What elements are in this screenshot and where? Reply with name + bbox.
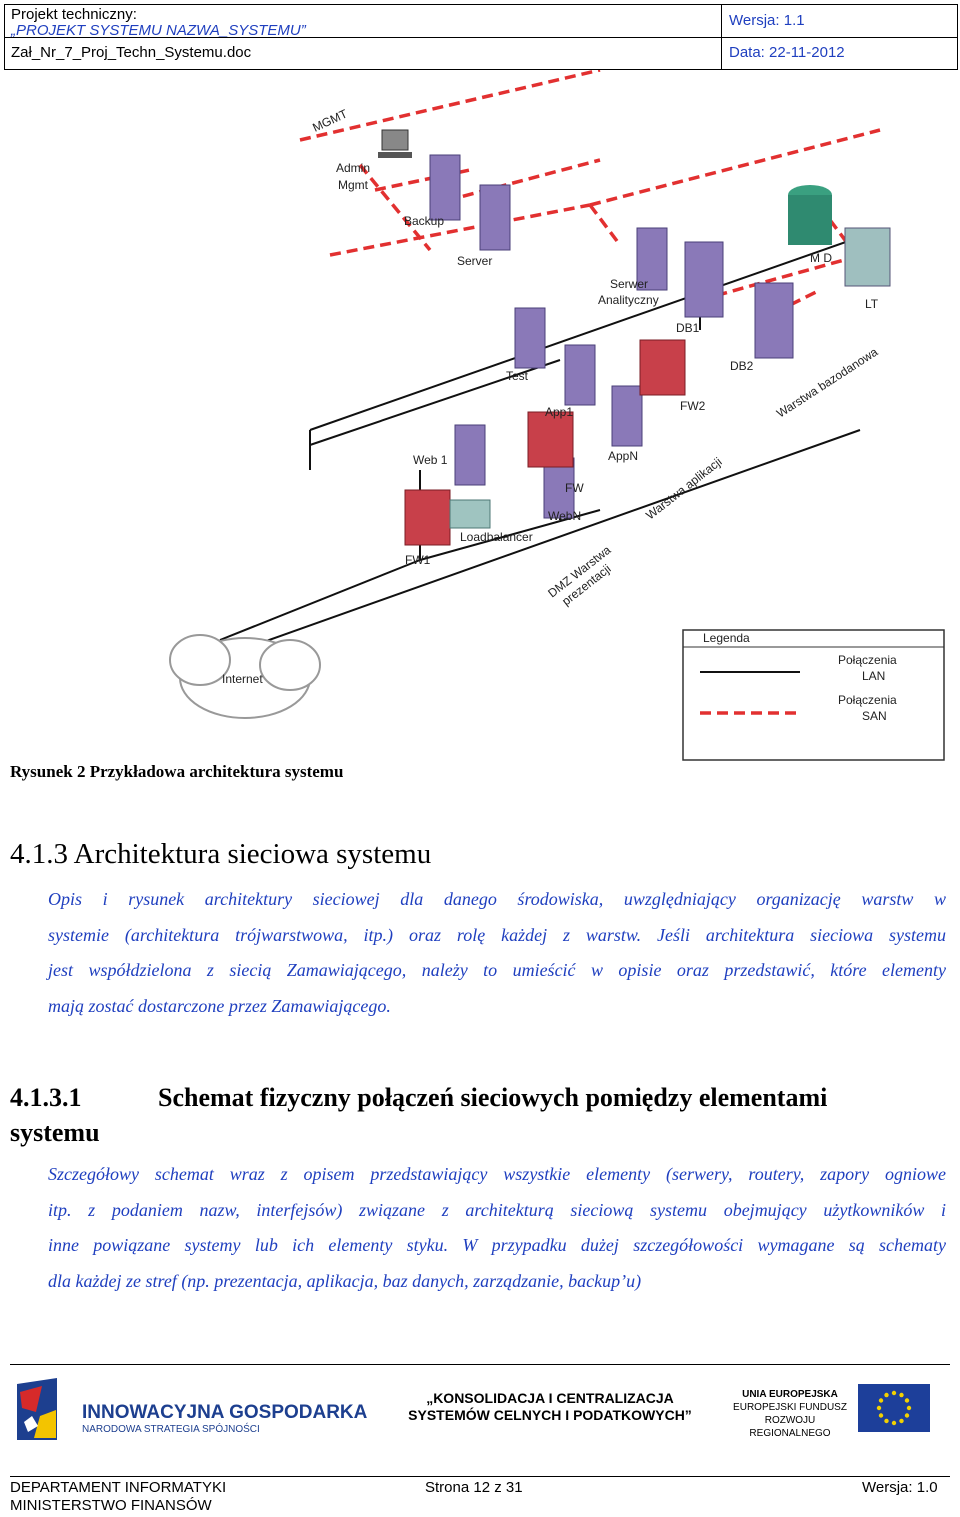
eu-star <box>899 1418 904 1424</box>
ig-title: INNOWACYJNA GOSPODARKA <box>82 1402 368 1423</box>
footer-ministry: MINISTERSTWO FINANSÓW <box>10 1497 212 1514</box>
section-paragraph-line: systemie (architektura trójwarstwowa, it… <box>48 924 946 945</box>
figure-caption: Rysunek 2 Przykładowa architektura syste… <box>10 762 344 781</box>
eu-star <box>878 1398 884 1403</box>
eu-star <box>904 1398 910 1403</box>
label-loadbalancer: Loadbalancer <box>460 530 533 544</box>
label-appn: AppN <box>608 449 638 463</box>
eu-star <box>878 1413 884 1418</box>
eu-star <box>899 1392 904 1398</box>
admin-workstation-icon <box>378 129 412 158</box>
label-app1: App1 <box>545 405 573 419</box>
label-admin-2: Mgmt <box>338 178 369 192</box>
legend-lan-1: Połączenia <box>838 653 897 667</box>
header-version: Wersja: 1.1 <box>729 12 805 29</box>
label-db2: DB2 <box>730 359 754 373</box>
subsection-number: 4.1.3.1 <box>10 1083 82 1112</box>
footer-department: DEPARTAMENT INFORMATYKI <box>10 1479 227 1496</box>
label-fw: FW <box>565 481 584 495</box>
label-lt: LT <box>865 297 879 311</box>
label-fw2: FW2 <box>680 399 706 413</box>
header-file-name: Zał_Nr_7_Proj_Techn_Systemu.doc <box>11 44 252 61</box>
label-webn: WebN <box>548 509 581 523</box>
header-project-name: „PROJEKT SYSTEMU NAZWA_SYSTEMU” <box>11 22 306 39</box>
subsection-paragraph-line: itp. z podaniem nazw, interfejsów) związ… <box>48 1199 946 1220</box>
eu-star <box>891 1420 897 1426</box>
footer-version: Wersja: 1.0 <box>862 1479 938 1496</box>
legend-san-1: Połączenia <box>838 693 897 707</box>
eu-text: UNIA EUROPEJSKA EUROPEJSKI FUNDUSZ ROZWO… <box>725 1388 855 1440</box>
section-paragraph-line: mają zostać dostarczone przez Zamawiając… <box>48 995 391 1016</box>
section-paragraph-line: Opis i rysunek architektury sieciowej dl… <box>48 889 946 909</box>
server-towers <box>429 154 794 519</box>
header-divider-horizontal <box>5 37 957 38</box>
san-connections <box>299 70 881 322</box>
label-admin-1: Admin <box>336 161 370 175</box>
section-paragraph: Opis i rysunek architektury sieciowej dl… <box>48 882 946 1024</box>
subsection-title: Schemat fizyczny połączeń sieciowych pom… <box>158 1083 828 1112</box>
logos-divider <box>10 1364 950 1365</box>
section-heading: 4.1.3 Architektura sieciowa systemu <box>10 838 432 870</box>
internet-cloud-icon <box>169 634 321 719</box>
project-banner-line-2: SYSTEMÓW CELNYCH I PODATKOWYCH” <box>408 1407 692 1423</box>
eu-star <box>884 1418 889 1424</box>
subsection-paragraph-line: inne powiązane systemy lub ich elementy … <box>48 1235 946 1255</box>
eu-star <box>884 1392 889 1398</box>
firewalls <box>404 339 686 546</box>
subsection-title-continued: systemu <box>10 1118 100 1147</box>
eu-star <box>904 1413 910 1418</box>
project-banner-line-1: „KONSOLIDACJA I CENTRALIZACJA <box>426 1390 674 1406</box>
ig-subtitle: NARODOWA STRATEGIA SPÓJNOŚCI <box>82 1422 260 1435</box>
document-header: Projekt techniczny: „PROJEKT SYSTEMU NAZ… <box>4 4 958 70</box>
eu-line-2: EUROPEJSKI FUNDUSZ <box>733 1402 847 1413</box>
eu-star <box>891 1390 897 1396</box>
project-banner: „KONSOLIDACJA I CENTRALIZACJA SYSTEMÓW C… <box>385 1390 715 1424</box>
legend-san-2: SAN <box>862 709 887 723</box>
innowacyjna-gospodarka-logo: INNOWACYJNA GOSPODARKA NARODOWA STRATEGI… <box>17 1378 368 1440</box>
subsection-paragraph-line: dla każdej ze stref (np. prezentacja, ap… <box>48 1270 642 1291</box>
section-paragraph-line: jest współdzielona z siecią Zamawiająceg… <box>48 960 946 980</box>
subsection-paragraph-line: Szczegółowy schemat wraz z opisem przeds… <box>48 1164 946 1184</box>
label-fw1: FW1 <box>405 553 431 567</box>
eu-star <box>906 1405 912 1411</box>
eu-flag-icon <box>858 1384 930 1432</box>
eu-line-3: ROZWOJU REGIONALNEGO <box>749 1415 831 1439</box>
header-project-label: Projekt techniczny: <box>11 6 137 23</box>
label-db1: DB1 <box>676 321 700 335</box>
loadbalancer-icon <box>449 499 491 529</box>
footer-page-number: Strona 12 z 31 <box>425 1479 523 1496</box>
label-backup: Backup <box>404 214 444 228</box>
label-mgmt: MGMT <box>310 106 350 134</box>
footer-divider <box>10 1476 950 1477</box>
label-md: M D <box>810 251 832 265</box>
figure-legend: Legenda Połączenia LAN Połączenia SAN <box>682 629 945 761</box>
eu-star <box>876 1405 882 1411</box>
label-analytics-2: Analityczny <box>598 293 659 307</box>
subsection-paragraph: Szczegółowy schemat wraz z opisem przeds… <box>48 1157 946 1299</box>
legend-lan-2: LAN <box>862 669 885 683</box>
label-layer-app: Warstwa aplikacji <box>643 455 724 523</box>
storage-icons <box>788 185 891 287</box>
label-web1: Web 1 <box>413 453 448 467</box>
label-analytics-1: Serwer <box>610 277 648 291</box>
header-date: Data: 22-11-2012 <box>729 44 845 61</box>
label-server: Server <box>457 254 492 268</box>
eu-line-1: UNIA EUROPEJSKA <box>742 1389 838 1400</box>
label-internet: Internet <box>222 672 263 686</box>
label-test: Test <box>506 369 529 383</box>
network-architecture-figure: MGMT Admin Mgmt Backup Server Serwer Ana… <box>169 70 945 761</box>
legend-title: Legenda <box>703 631 750 645</box>
